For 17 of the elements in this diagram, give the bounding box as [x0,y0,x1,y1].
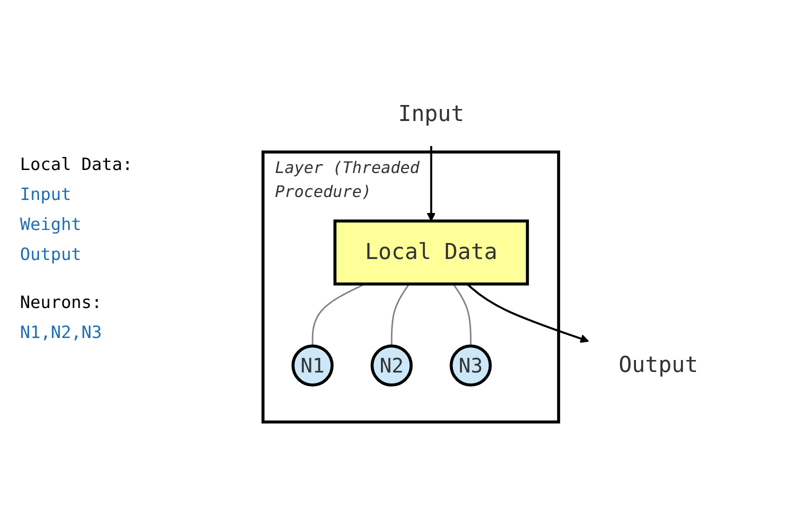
label-text: Output [20,244,82,267]
connector [453,284,472,346]
label-text: Neurons: [20,292,103,315]
label-text: Weight [20,214,82,237]
node-circle: N2 [371,344,414,387]
connector [391,284,410,346]
node-text: Input [398,102,465,127]
label-text: Local Data: [20,154,134,177]
arrow [427,146,436,222]
label-text: Input [20,184,72,207]
connector [312,283,366,346]
node-text: Output [619,352,699,378]
node-box: Local Data [334,220,530,286]
node-circle: N1 [292,344,334,387]
arrow [466,283,590,343]
label-text: N1,N2,N3 [20,322,103,345]
node-circle: N3 [450,344,492,387]
